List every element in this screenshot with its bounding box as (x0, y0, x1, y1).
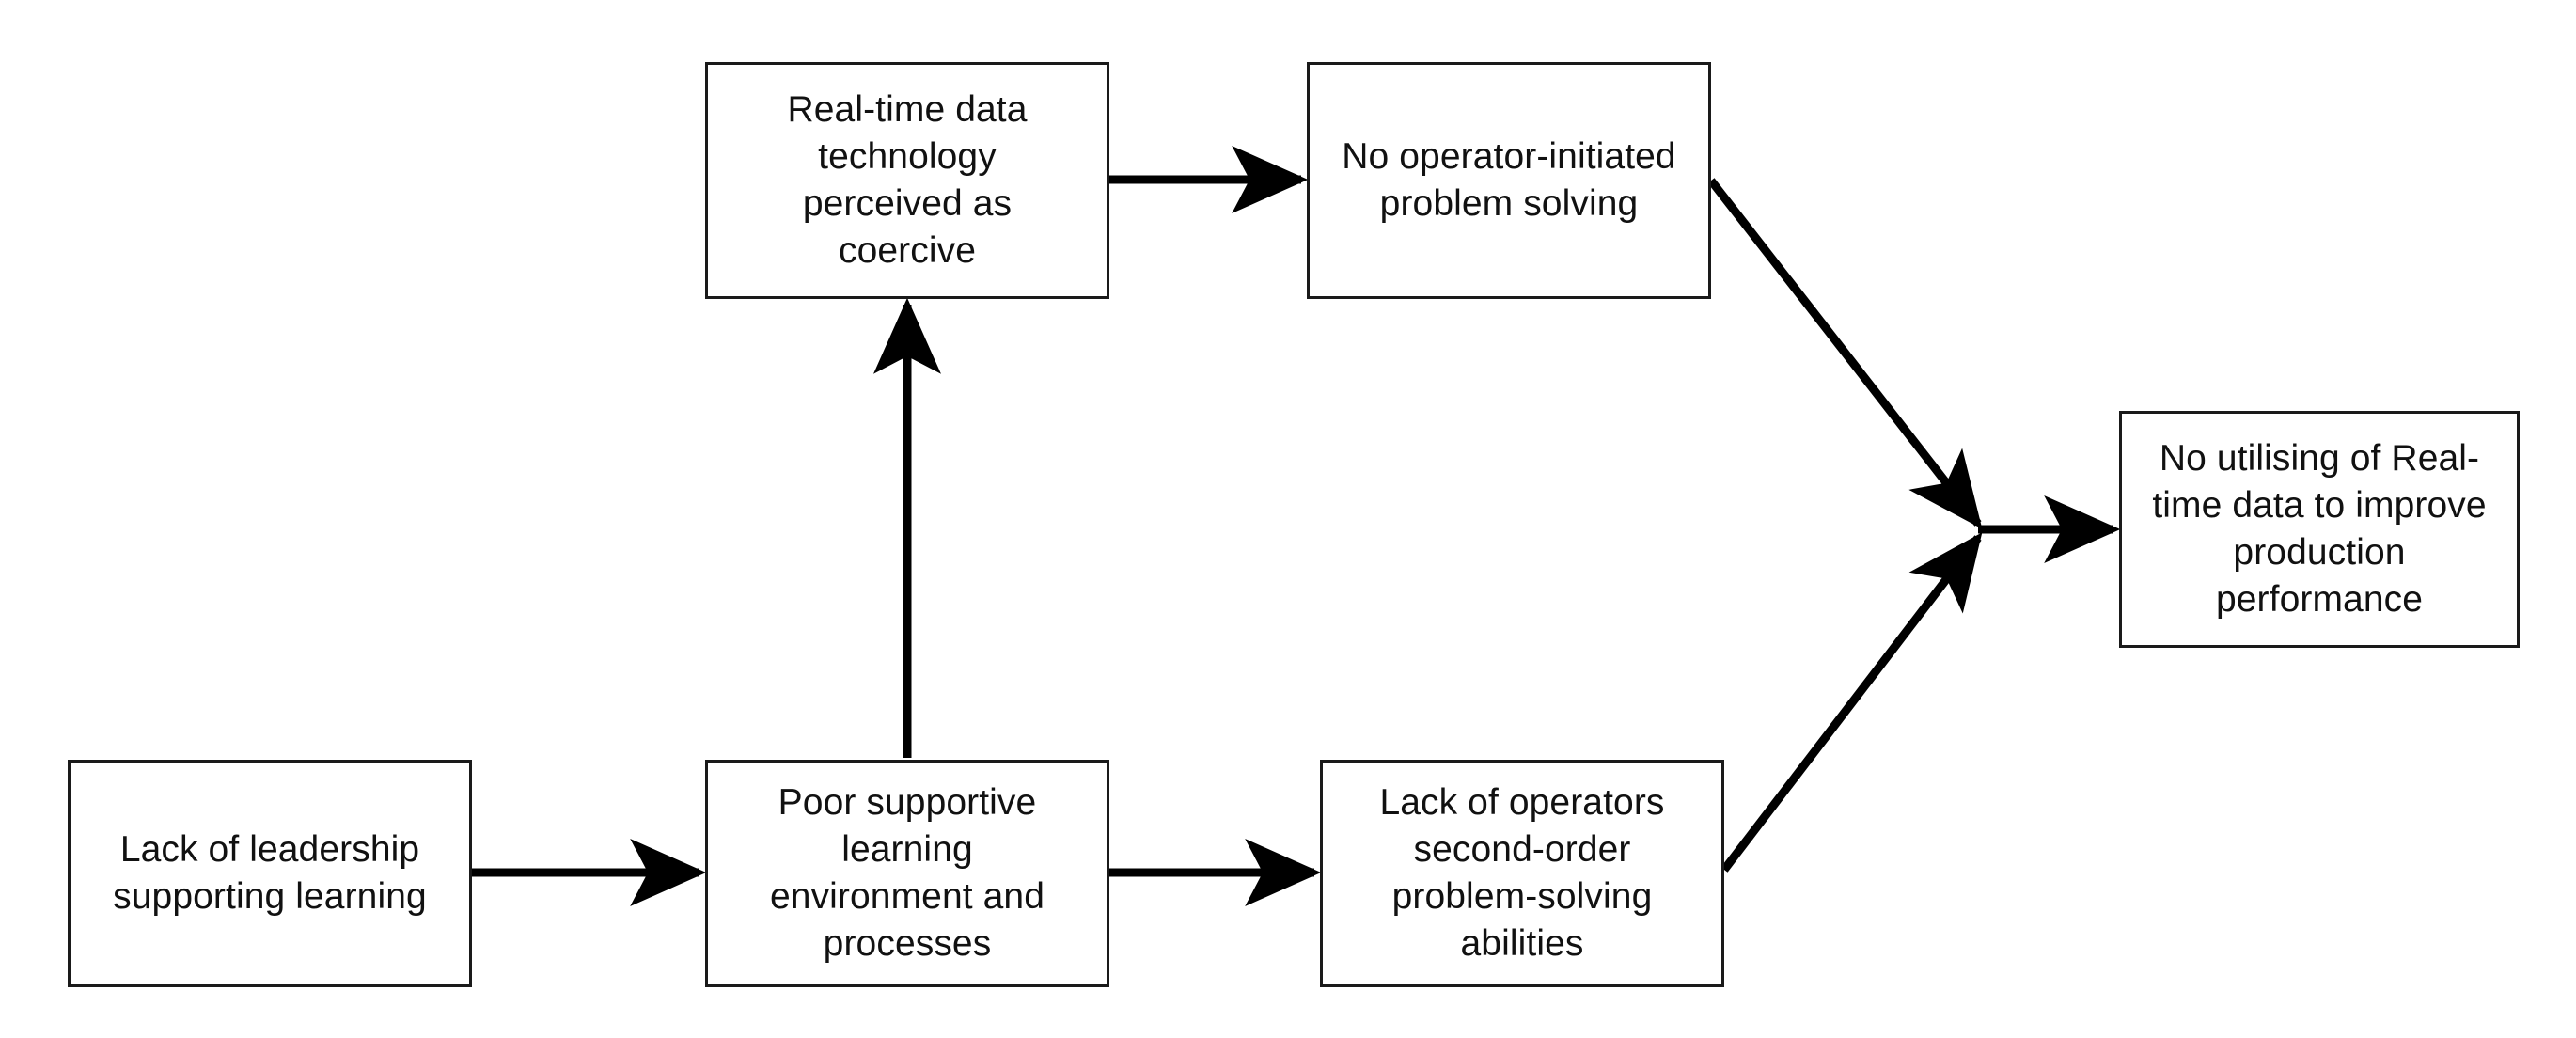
node-label: Lack of leadership supporting learning (113, 829, 427, 917)
node-label: Real-time data technology perceived as c… (787, 89, 1028, 271)
node-no-operator-initiated-problem-solving[interactable]: No operator-initiated problem solving (1307, 62, 1711, 299)
node-real-time-data-technology-perceived-as-coercive[interactable]: Real-time data technology perceived as c… (705, 62, 1109, 299)
node-lack-of-leadership-supporting-learning[interactable]: Lack of leadership supporting learning (68, 760, 472, 987)
node-no-utilising-of-real-time-data-to-improve-production-performance[interactable]: No utilising of Real- time data to impro… (2119, 411, 2520, 648)
edge-no-operator-problem-solving-to-no-utilising (1707, 178, 1983, 529)
node-label: Poor supportive learning environment and… (769, 782, 1045, 964)
node-poor-supportive-learning-environment-and-processes[interactable]: Poor supportive learning environment and… (705, 760, 1109, 987)
node-label: No operator-initiated problem solving (1342, 136, 1676, 224)
node-lack-of-operators-second-order-problem-solving-abilities[interactable]: Lack of operators second-order problem-s… (1320, 760, 1724, 987)
edge-operator-abilities-to-no-utilising (1720, 532, 1983, 873)
node-label: No utilising of Real- time data to impro… (2152, 438, 2487, 620)
node-label: Lack of operators second-order problem-s… (1379, 782, 1665, 964)
